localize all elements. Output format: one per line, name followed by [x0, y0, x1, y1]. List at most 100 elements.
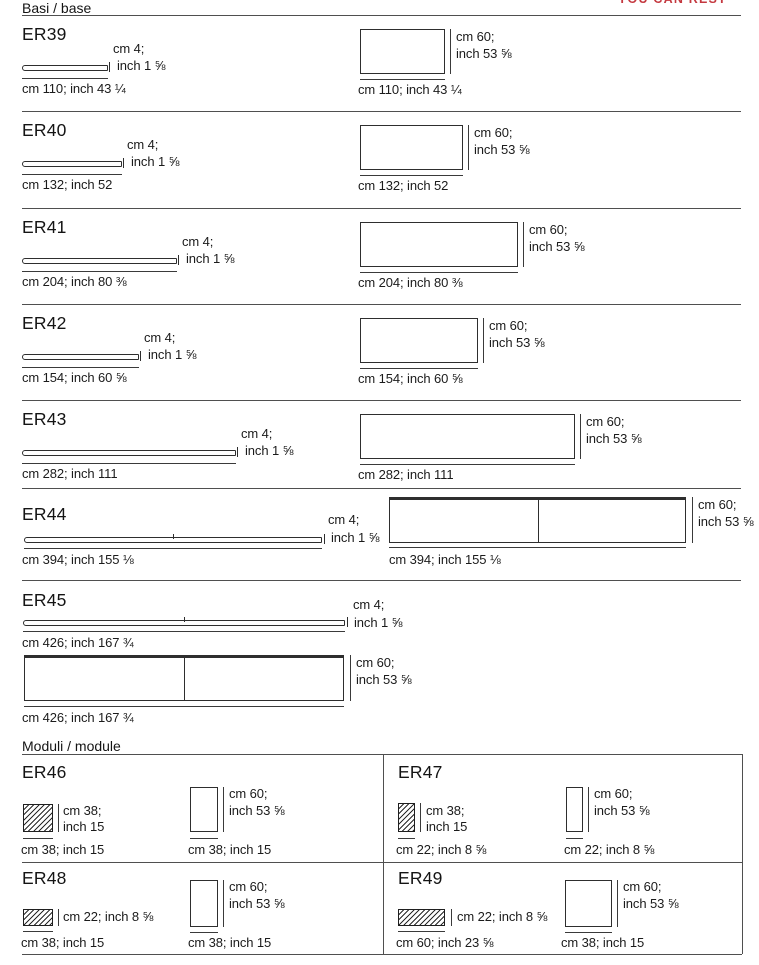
plan-width-dim-line [360, 368, 478, 369]
depth-cm-label: cm 60; [229, 786, 268, 801]
depth-dim-line [350, 655, 351, 701]
thickness-cm-label: cm 4; [113, 41, 145, 56]
plan-view-er46 [190, 787, 218, 832]
plan-width-label: cm 132; inch 52 [358, 178, 449, 193]
model-title-er39: ER39 [22, 24, 67, 44]
plan-width-label: cm 154; inch 60 ⅝ [358, 371, 463, 386]
row-separator [22, 488, 741, 489]
depth-cm-label: cm 60; [623, 879, 662, 894]
dim-tick [140, 351, 141, 361]
depth-dim-line [617, 880, 618, 927]
plan-width-label: cm 38; inch 15 [561, 935, 645, 950]
row-separator [22, 208, 741, 209]
model-title-er45: ER45 [22, 590, 67, 610]
plan-view-er42 [360, 318, 478, 363]
depth-cm-label: cm 60; [594, 786, 633, 801]
thickness-inch-label: inch 1 ⅝ [186, 251, 235, 266]
length-label: cm 132; inch 52 [22, 177, 113, 192]
side-profile-er40 [22, 161, 122, 167]
plan-view-er43 [360, 414, 575, 459]
plan-view-er39 [360, 29, 445, 74]
thickness-cm-label: cm 4; [144, 330, 176, 345]
basi-section-title: Basi / base [22, 0, 92, 16]
depth-cm-label: cm 60; [229, 879, 268, 894]
depth-inch-label: inch 53 ⅝ [356, 672, 412, 687]
length-label: cm 426; inch 167 ¾ [22, 635, 134, 650]
depth-inch-label: inch 53 ⅝ [489, 335, 545, 350]
length-dim-line [22, 174, 122, 175]
module-divider [184, 657, 185, 701]
length-dim-line [22, 78, 108, 79]
model-title-er47: ER47 [398, 762, 443, 782]
depth-cm-label: cm 60; [586, 414, 625, 429]
side-width-label: cm 38; inch 15 [21, 935, 105, 950]
dim-tick [324, 534, 325, 544]
side-height-cm-label: cm 38; [426, 803, 465, 818]
plan-view-er44 [389, 497, 686, 543]
plan-width-label: cm 282; inch 111 [358, 467, 454, 482]
plan-width-label: cm 204; inch 80 ⅜ [358, 275, 463, 290]
depth-cm-label: cm 60; [529, 222, 568, 237]
plan-view-er47 [566, 787, 583, 832]
length-dim-line [22, 271, 177, 272]
side-width-dim-line [398, 838, 415, 839]
model-title-er42: ER42 [22, 313, 67, 333]
side-width-label: cm 38; inch 15 [21, 842, 105, 857]
mid-dim-tick [184, 617, 185, 622]
row-separator [22, 304, 741, 305]
model-title-er46: ER46 [22, 762, 67, 782]
grid-bottom-rule [22, 954, 742, 955]
length-dim-line [23, 631, 345, 632]
moduli-section-title: Moduli / module [22, 738, 121, 754]
plan-width-dim-line [360, 464, 575, 465]
depth-cm-label: cm 60; [698, 497, 737, 512]
length-label: cm 204; inch 80 ⅜ [22, 274, 127, 289]
depth-inch-label: inch 53 ⅝ [623, 896, 679, 911]
length-dim-line [22, 367, 139, 368]
side-profile-er43 [22, 450, 236, 456]
thickness-cm-label: cm 4; [182, 234, 214, 249]
side-width-dim-line [398, 931, 445, 932]
plan-width-label: cm 22; inch 8 ⅝ [564, 842, 655, 857]
thickness-cm-label: cm 4; [241, 426, 273, 441]
row-separator [22, 111, 741, 112]
depth-inch-label: inch 53 ⅝ [698, 514, 754, 529]
depth-inch-label: inch 53 ⅝ [229, 803, 285, 818]
model-title-er49: ER49 [398, 868, 443, 888]
plan-view-er40 [360, 125, 463, 170]
plan-width-label: cm 38; inch 15 [188, 935, 272, 950]
dim-tick [237, 447, 238, 457]
length-dim-line [22, 463, 236, 464]
side-width-label: cm 22; inch 8 ⅝ [396, 842, 487, 857]
side-width-dim-line [23, 838, 53, 839]
depth-inch-label: inch 53 ⅝ [529, 239, 585, 254]
depth-inch-label: inch 53 ⅝ [594, 803, 650, 818]
depth-cm-label: cm 60; [474, 125, 513, 140]
model-title-er41: ER41 [22, 217, 67, 237]
depth-dim-line [223, 787, 224, 832]
side-height-inch-label: inch 15 [426, 819, 468, 834]
side-height-dim-line [58, 909, 59, 926]
depth-inch-label: inch 53 ⅝ [229, 896, 285, 911]
thickness-cm-label: cm 4; [353, 597, 385, 612]
depth-dim-line [483, 318, 484, 363]
side-view-er46 [23, 804, 53, 832]
row-separator [22, 400, 741, 401]
plan-width-dim-line [566, 838, 583, 839]
side-width-label: cm 60; inch 23 ⅝ [396, 935, 494, 950]
plan-width-label: cm 426; inch 167 ¾ [22, 710, 134, 725]
thickness-inch-label: inch 1 ⅝ [148, 347, 197, 362]
plan-width-dim-line [360, 272, 518, 273]
depth-dim-line [692, 497, 693, 543]
depth-inch-label: inch 53 ⅝ [456, 46, 512, 61]
plan-width-dim-line [190, 932, 218, 933]
grid-column-divider [383, 754, 384, 954]
plan-width-dim-line [190, 838, 218, 839]
row-separator [22, 580, 741, 581]
model-title-er48: ER48 [22, 868, 67, 888]
length-dim-line [24, 548, 322, 549]
plan-view-er45 [24, 655, 344, 701]
depth-inch-label: inch 53 ⅝ [474, 142, 530, 157]
grid-row-divider [22, 862, 742, 863]
